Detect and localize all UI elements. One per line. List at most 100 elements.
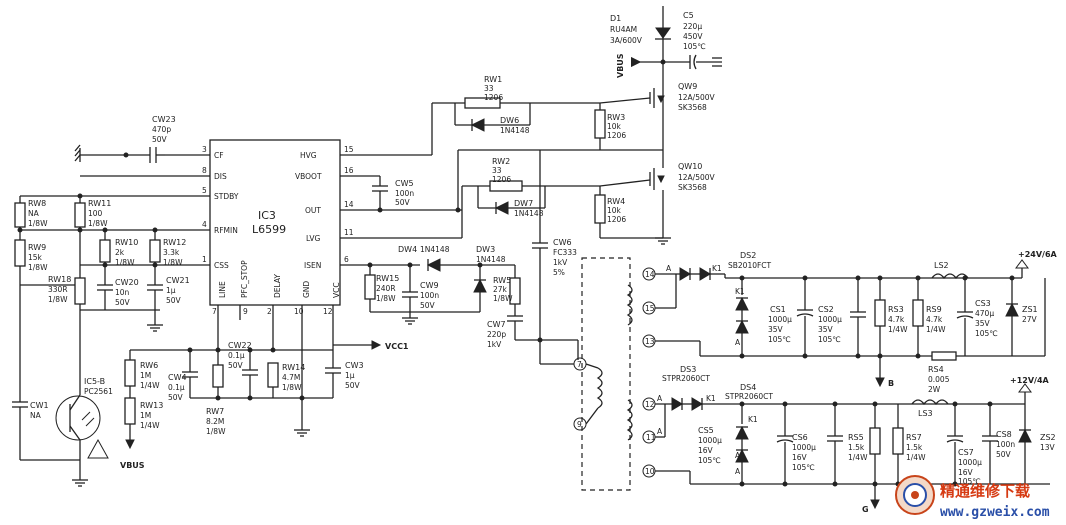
pin-vboot-num: 16 <box>344 166 354 175</box>
ds4-line1: STPR2060CT <box>725 392 773 401</box>
ds3-ref: DS3 <box>680 365 696 374</box>
ds4-pin-k1: K1 <box>748 415 758 424</box>
pin-dis-name: DIS <box>214 172 227 181</box>
cw1-ref: CW1 <box>30 401 49 410</box>
rs3-ref: RS3 <box>888 305 904 314</box>
tx-pin-11: 11 <box>646 433 656 442</box>
cw22-ref: CW22 <box>228 341 252 350</box>
ic3-ref: IC3 <box>258 209 276 222</box>
pin-pfcstop-name: PFC_STOP <box>240 260 249 298</box>
rw18-line1: 330R <box>48 285 68 294</box>
rw2-line2: 1206 <box>492 175 511 184</box>
ds3-pin-a2: A <box>657 427 663 436</box>
pin-line-num: 7 <box>212 307 217 316</box>
cw3-line2: 50V <box>345 381 361 390</box>
pin-stdby-num: 5 <box>202 186 207 195</box>
rw9-line1: 15k <box>28 253 43 262</box>
ds2-pin-k1: K1 <box>712 264 722 273</box>
secondary-12v <box>655 383 1050 510</box>
dw3-ref: DW3 <box>476 245 495 254</box>
ds3-pin-k1: K1 <box>706 394 716 403</box>
tx-pin-12: 12 <box>645 400 655 409</box>
cw6-line2: 1kV <box>553 258 568 267</box>
rw3-line1: 10k <box>607 122 622 131</box>
cs3-ref: CS3 <box>975 299 991 308</box>
qw9-line1: 12A/500V <box>678 93 716 102</box>
pin-vboot-name: VBOOT <box>295 172 322 181</box>
qw9-mosfet <box>649 88 665 150</box>
rw13-line1: 1M <box>140 411 151 420</box>
zs2-line1: 13V <box>1040 443 1056 452</box>
rw4-line1: 10k <box>607 206 622 215</box>
vbus-bottom-label: VBUS <box>120 461 145 470</box>
cw22-line2: 50V <box>228 361 244 370</box>
rw14-line1: 4.7M <box>282 373 300 382</box>
qw9-ref: QW9 <box>678 82 697 91</box>
rs7-line1: 1.5k <box>906 443 923 452</box>
rw14-ref: RW14 <box>282 363 305 372</box>
tx-pin-13: 13 <box>645 337 655 346</box>
cw9-line1: 100n <box>420 291 439 300</box>
rs4-line1: 0.005 <box>928 375 950 384</box>
cs1-line3: 105℃ <box>768 335 791 344</box>
tx-pin-15: 15 <box>645 304 655 313</box>
cw22-line1: 0.1μ <box>228 351 245 360</box>
dw4-ref: DW4 <box>398 245 417 254</box>
rw7-line2: 1/8W <box>206 427 226 436</box>
cs6-line3: 105℃ <box>792 463 815 472</box>
watermark-logo <box>895 475 935 515</box>
c5-ref: C5 <box>683 11 694 20</box>
cs3-line2: 35V <box>975 319 991 328</box>
rw10-ref: RW10 <box>115 238 138 247</box>
rw8-ref: RW8 <box>28 199 46 208</box>
rw12-line1: 3.3k <box>163 248 180 257</box>
cw3-ref: CW3 <box>345 361 364 370</box>
cs5-line3: 105℃ <box>698 456 721 465</box>
cs5-line1: 1000μ <box>698 436 722 445</box>
cs1-ref: CS1 <box>770 305 786 314</box>
dw7-ref: DW7 <box>514 199 533 208</box>
rw14-line2: 1/8W <box>282 383 302 392</box>
cs2-line1: 1000μ <box>818 315 842 324</box>
ls3-ref: LS3 <box>918 409 933 418</box>
dw4-line1: 1N4148 <box>420 245 450 254</box>
cs3-line3: 105℃ <box>975 329 998 338</box>
cw7-ref: CW7 <box>487 320 506 329</box>
rw5-ref: RW5 <box>493 276 511 285</box>
pin-lvg-num: 11 <box>344 228 354 237</box>
rw12-line2: 1/8W <box>163 258 183 267</box>
ic3-chip <box>209 139 341 306</box>
rw7-line1: 8.2M <box>206 417 224 426</box>
cw5-ref: CW5 <box>395 179 414 188</box>
qw9-line2: SK3568 <box>678 103 707 112</box>
tx-pin-9: 9 <box>577 420 582 429</box>
watermark-url: www.gzweix.com <box>940 505 1050 520</box>
rs3-line2: 1/4W <box>888 325 908 334</box>
cw3-line1: 1μ <box>345 371 355 380</box>
pin-out-num: 14 <box>344 200 354 209</box>
cw20-ref: CW20 <box>115 278 139 287</box>
node-b-label: B <box>888 379 894 388</box>
cs5-ref: CS5 <box>698 426 714 435</box>
line-delay-network <box>124 340 382 450</box>
cw7-line2: 1kV <box>487 340 502 349</box>
rw11-ref: RW11 <box>88 199 111 208</box>
ds4-ref: DS4 <box>740 383 756 392</box>
pin-line-name: LINE <box>218 281 227 298</box>
vbus-rail <box>630 6 722 88</box>
out-24v-label: +24V/6A <box>1018 250 1058 259</box>
dw7-line1: 1N4148 <box>514 209 544 218</box>
cs2-line2: 35V <box>818 325 834 334</box>
pin-delay-name: DELAY <box>273 274 282 298</box>
pin-isen-num: 6 <box>344 255 349 264</box>
pin-dis-num: 8 <box>202 166 207 175</box>
rs7-line2: 1/4W <box>906 453 926 462</box>
zs1-line1: 27V <box>1022 315 1038 324</box>
qw10-line1: 12A/500V <box>678 173 716 182</box>
qw10-ref: QW10 <box>678 162 702 171</box>
out-12v-label: +12V/4A <box>1010 376 1050 385</box>
pin-css-name: CSS <box>214 261 229 270</box>
rw7-ref: RW7 <box>206 407 224 416</box>
rw15-ref: RW15 <box>376 274 399 283</box>
